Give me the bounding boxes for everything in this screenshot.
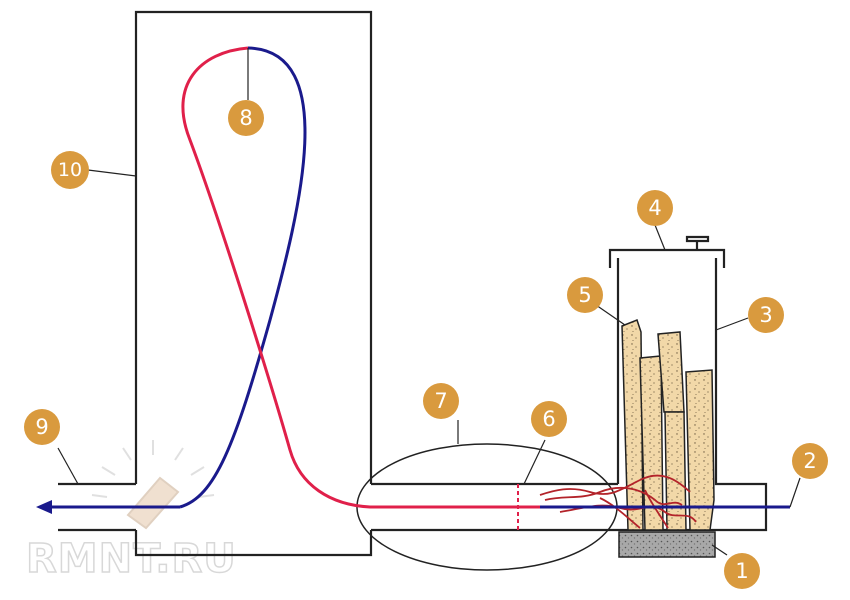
- exhaust-arrowhead: [36, 500, 52, 514]
- watermark-sunburst-icon: [91, 440, 215, 530]
- label-badge-5: 5: [567, 277, 603, 313]
- label-badge-9-text: 9: [35, 415, 48, 439]
- label-badge-8-text: 8: [239, 106, 252, 130]
- label-badge-4-text: 4: [648, 196, 661, 220]
- label-badge-2-text: 2: [803, 449, 816, 473]
- label-badge-7-text: 7: [434, 389, 447, 413]
- firewood-stick: [621, 319, 644, 531]
- label-badge-6: 6: [531, 401, 567, 437]
- firewood-stick: [639, 355, 664, 531]
- label-badge-3-text: 3: [759, 303, 772, 327]
- feed-tube-lid: [608, 248, 726, 268]
- bell-body: [134, 10, 373, 484]
- label-badge-3: 3: [748, 297, 784, 333]
- label-badge-6-text: 6: [542, 407, 555, 431]
- hot-gas-flow: [181, 46, 540, 509]
- label-badge-1-text: 1: [735, 559, 748, 583]
- label-badge-10: 10: [51, 151, 89, 189]
- label-badge-7: 7: [423, 383, 459, 419]
- label-badge-4: 4: [637, 190, 673, 226]
- horizontal-duct: [371, 482, 618, 532]
- label-badge-8: 8: [228, 100, 264, 136]
- firewood: [621, 319, 715, 531]
- label-badge-2: 2: [792, 443, 828, 479]
- label-badge-10-text: 10: [58, 159, 82, 181]
- watermark-text: RMNT.RU: [26, 536, 237, 582]
- watermark: RMNT.RU: [25, 440, 237, 583]
- firewood-stick: [685, 369, 715, 531]
- firewood-stick: [664, 411, 687, 531]
- label-badge-9: 9: [24, 409, 60, 445]
- ash-pile: [618, 531, 716, 558]
- lid-handle: [685, 235, 710, 250]
- bell-lower-right-wall: [134, 530, 373, 557]
- leader-lines: [57, 48, 801, 556]
- label-badge-1: 1: [724, 553, 760, 589]
- chimney-exit: [58, 482, 136, 532]
- label-badge-5-text: 5: [578, 283, 591, 307]
- cold-air-flow: [179, 46, 790, 509]
